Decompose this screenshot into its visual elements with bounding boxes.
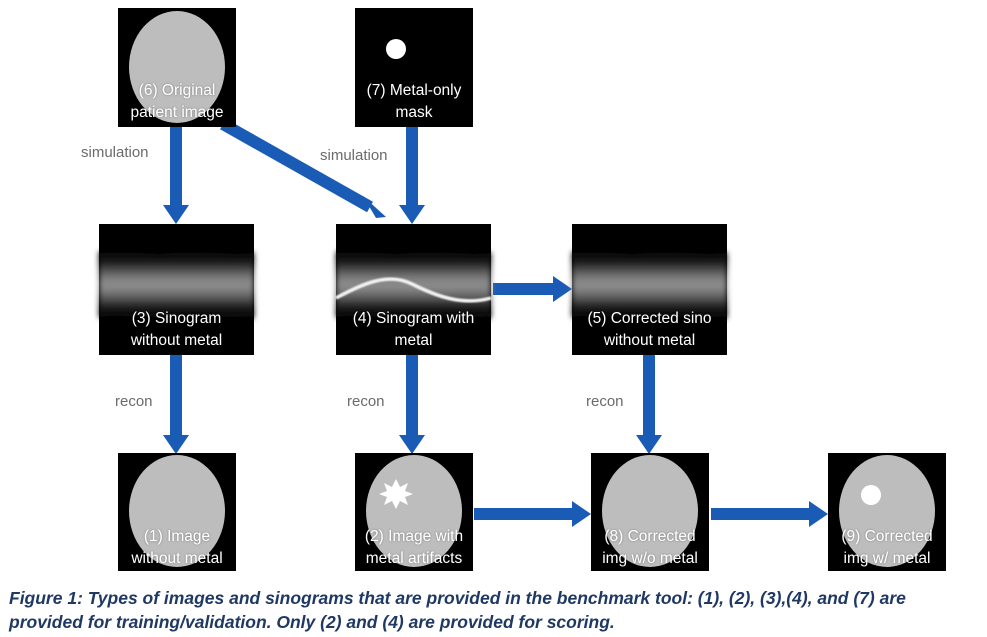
label-line: (7) Metal-only	[366, 82, 462, 99]
edge-label-recon-left: recon	[115, 393, 153, 410]
arrow-sino4-to-image2	[399, 355, 425, 454]
label-sino-without-metal: (3) Sinogram without metal	[99, 308, 254, 352]
figure-caption: Figure 1: Types of images and sinograms …	[9, 586, 984, 634]
node-image-without-metal	[118, 453, 236, 571]
arrow-sino5-to-image8	[636, 355, 662, 454]
label-line: (3) Sinogram	[131, 310, 222, 327]
label-line: (2) Image with	[364, 528, 464, 545]
label-sino-with-metal: (4) Sinogram with metal	[336, 308, 491, 352]
label-line: img w/ metal	[843, 550, 931, 567]
label-line: (5) Corrected sino	[587, 310, 712, 327]
edge-label-recon-right: recon	[586, 393, 624, 410]
label-corrected-img-wo-metal: (8) Corrected img w/o metal	[591, 526, 709, 570]
edge-label-simulation-right: simulation	[320, 147, 388, 164]
node-image-metal-artifacts	[355, 453, 473, 571]
label-corrected-img-w-metal: (9) Corrected img w/ metal	[828, 526, 946, 570]
label-corrected-sino: (5) Corrected sino without metal	[572, 308, 727, 352]
label-line: (9) Corrected	[841, 528, 933, 545]
caption-line-1: Figure 1: Types of images and sinograms …	[9, 588, 906, 608]
label-line: without metal	[131, 550, 223, 567]
arrow-mask-to-sino4	[399, 127, 425, 224]
label-metal-mask: (7) Metal-only mask	[355, 80, 473, 124]
label-line: metal artifacts	[365, 550, 463, 567]
node-corrected-sino	[572, 224, 727, 355]
arrow-sino3-to-image1	[163, 355, 189, 454]
node-sino-without-metal	[99, 224, 254, 355]
node-sino-with-metal	[335, 224, 492, 355]
label-image-without-metal: (1) Image without metal	[118, 526, 236, 570]
label-line: metal	[394, 332, 433, 349]
arrow-original-to-sino3	[163, 127, 189, 224]
label-line: without metal	[603, 332, 696, 349]
label-line: without metal	[130, 332, 223, 349]
label-original-image: (6) Original patient image	[118, 80, 236, 124]
node-original-image	[118, 8, 236, 127]
label-line: img w/o metal	[602, 550, 698, 567]
arrow-original-to-sino4	[220, 118, 386, 218]
label-line: (6) Original	[138, 82, 216, 99]
arrow-image2-to-image8	[474, 501, 591, 527]
label-line: (8) Corrected	[604, 528, 696, 545]
node-metal-mask	[355, 8, 473, 127]
label-line: (1) Image	[143, 528, 211, 545]
label-line: mask	[395, 104, 433, 121]
caption-line-2: provided for training/validation. Only (…	[9, 612, 615, 632]
metal-artifact-star-icon	[379, 479, 413, 509]
edge-label-recon-middle: recon	[347, 393, 385, 410]
edge-label-simulation-left: simulation	[81, 144, 149, 161]
arrow-image8-to-image9	[711, 501, 828, 527]
label-image-metal-artifacts: (2) Image with metal artifacts	[355, 526, 473, 570]
label-line: (4) Sinogram with	[352, 310, 475, 327]
label-line: patient image	[130, 104, 224, 121]
node-corrected-img-w-metal	[828, 453, 946, 571]
node-corrected-img-wo-metal	[591, 453, 709, 571]
arrow-sino4-to-sino5	[493, 276, 572, 302]
